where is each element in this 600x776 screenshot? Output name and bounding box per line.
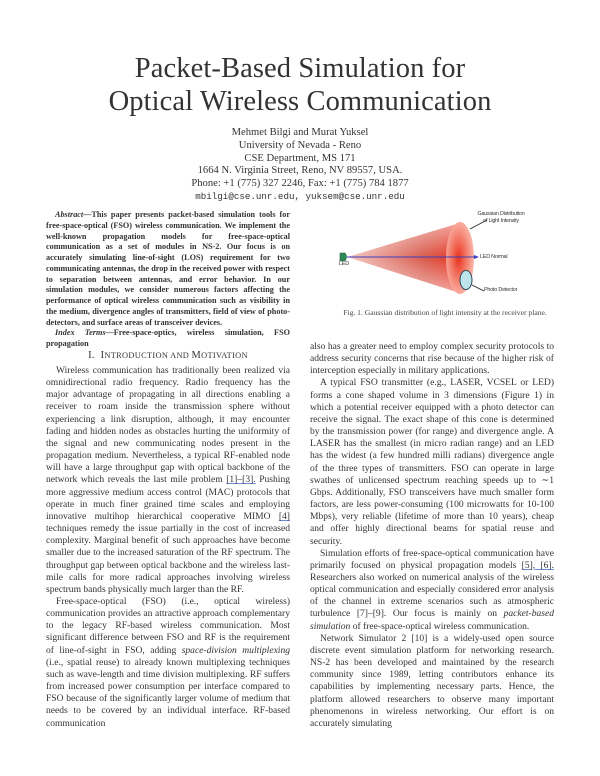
emails: mbilgi@cse.unr.edu, yuksem@cse.unr.edu bbox=[195, 190, 405, 202]
label-line: of Light Intensity bbox=[483, 217, 519, 224]
title-line-1: Packet-Based Simulation for bbox=[134, 53, 466, 84]
emphasis: space-division multiplexing bbox=[181, 644, 291, 656]
abstract-text: —This paper presents packet-based simula… bbox=[46, 210, 290, 327]
right-column-body: also has a greater need to employ comple… bbox=[310, 341, 554, 730]
section-heading-introduction: I. INTRODUCTION AND MOTIVATION bbox=[46, 350, 290, 361]
index-terms-text: —Free-space-optics, wireless simulation,… bbox=[46, 328, 290, 348]
arrow-head-icon bbox=[474, 255, 479, 259]
left-column-body: Wireless communication has traditionally… bbox=[46, 365, 290, 730]
abstract-paragraph: Abstract—This paper presents packet-base… bbox=[46, 210, 290, 328]
paragraph: Network Simulator 2 [10] is a widely-use… bbox=[310, 632, 554, 729]
text-run: of free-space-optical wireless communica… bbox=[350, 620, 530, 632]
citation-link[interactable]: [5], [6]. bbox=[521, 559, 554, 571]
section-number: I. bbox=[88, 350, 95, 361]
abstract: Abstract—This paper presents packet-base… bbox=[46, 210, 290, 350]
section-title-cap2: M bbox=[191, 350, 202, 361]
index-terms: Index Terms—Free-space-optics, wireless … bbox=[46, 328, 290, 350]
label-led: LED bbox=[339, 261, 349, 267]
photo-detector-icon bbox=[459, 270, 473, 290]
paragraph: A typical FSO transmitter (e.g., LASER, … bbox=[310, 377, 554, 547]
text-run: Pushing more aggressive medium access co… bbox=[46, 474, 290, 522]
text-run: techniques remedy the issue partially in… bbox=[46, 523, 290, 595]
label-led-normal: LED Normal bbox=[480, 254, 508, 260]
paper-title: Packet-Based Simulation for Optical Wire… bbox=[0, 52, 600, 118]
index-terms-label: Index Terms bbox=[55, 328, 106, 338]
department: CSE Department, MS 171 bbox=[244, 152, 356, 164]
text-run: Researchers also worked on numerical ana… bbox=[310, 571, 554, 620]
text-run: Simulation efforts of free-space-optical… bbox=[310, 547, 554, 571]
affiliation: University of Nevada - Reno bbox=[238, 139, 362, 151]
figure-1-caption: Fig. 1. Gaussian distribution of light i… bbox=[343, 308, 547, 317]
paragraph: Simulation efforts of free-space-optical… bbox=[310, 548, 554, 633]
emphasis: packet-based simulation bbox=[310, 608, 554, 632]
led-icon bbox=[339, 252, 347, 262]
paragraph: also has a greater need to employ comple… bbox=[310, 341, 554, 377]
text-run: Wireless communication has traditionally… bbox=[46, 365, 290, 486]
citation-link[interactable]: [1]–[3]. bbox=[226, 474, 256, 486]
authors: Mehmet Bilgi and Murat Yuksel bbox=[231, 127, 369, 138]
section-title-cap1: I bbox=[100, 350, 105, 361]
gaussian-cone-diagram bbox=[339, 219, 488, 294]
title-line-2: Optical Wireless Communication bbox=[108, 86, 492, 117]
label-line: Gaussian Distribution bbox=[477, 211, 525, 217]
paragraph: Free-space-optical (FSO) (i.e., optical … bbox=[46, 596, 290, 730]
label-photo-detector: Photo Detector bbox=[484, 287, 518, 293]
address: 1664 N. Virginia Street, Reno, NV 89557,… bbox=[197, 165, 403, 177]
citation-link[interactable]: [4] bbox=[278, 510, 290, 522]
phone-fax: Phone: +1 (775) 327 2246, Fax: +1 (775) … bbox=[191, 178, 409, 190]
label-gaussian-distribution: Gaussian Distribution of Light Intensity bbox=[470, 211, 532, 224]
abstract-label: Abstract bbox=[55, 210, 84, 219]
leader-line bbox=[471, 284, 485, 292]
section-title-sc1: NTRODUCTION AND bbox=[104, 351, 192, 360]
author-block: Mehmet Bilgi and Murat Yuksel University… bbox=[0, 127, 600, 204]
text-run: Free-space-optical (FSO) (i.e., optical … bbox=[46, 595, 290, 656]
paragraph: Wireless communication has traditionally… bbox=[46, 365, 290, 596]
leader-line bbox=[469, 219, 488, 230]
section-title-sc2: OTIVATION bbox=[201, 351, 248, 360]
text-run: (i.e., spatial reuse) to already known m… bbox=[46, 656, 290, 729]
figure-1: Gaussian Distribution of Light Intensity… bbox=[330, 205, 560, 305]
